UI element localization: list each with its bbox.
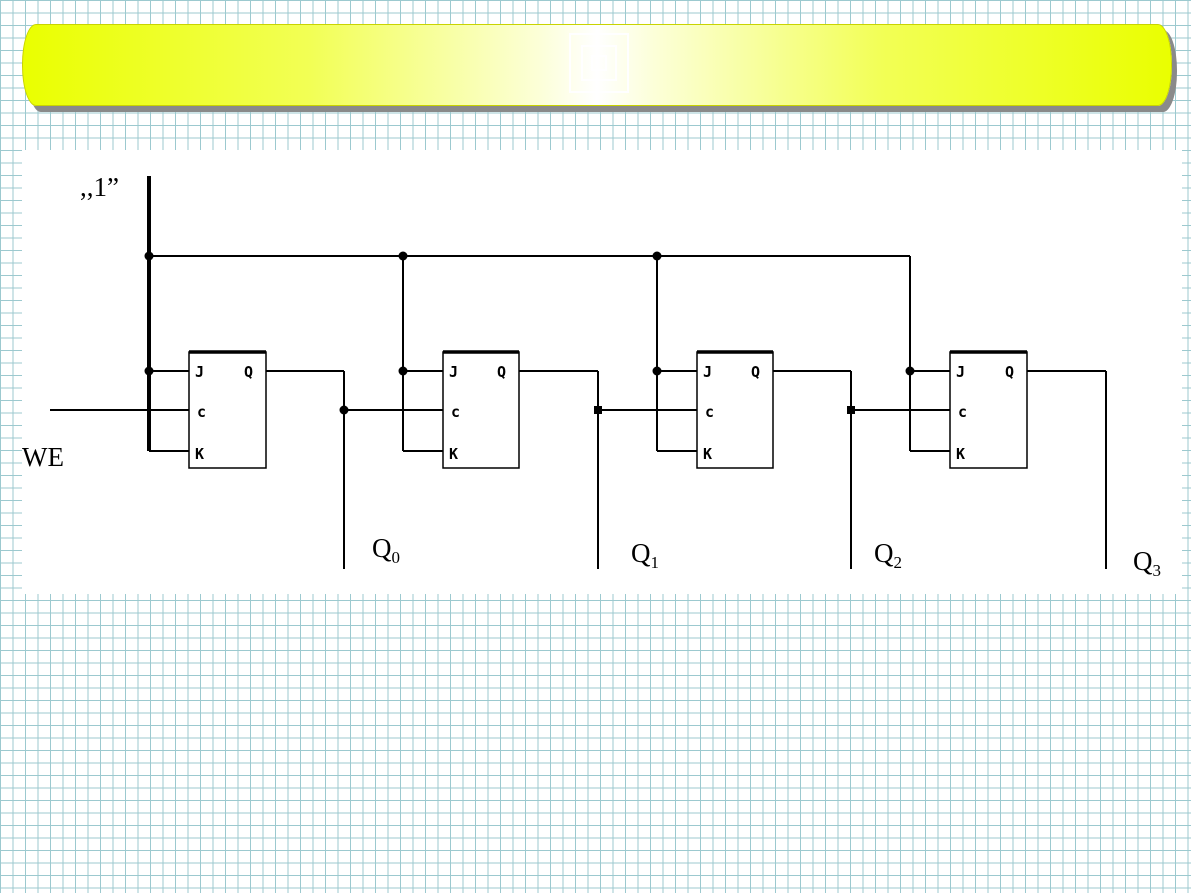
- q2-output-label: Q2: [874, 538, 902, 572]
- ff0-k-pin: K: [195, 445, 204, 463]
- ff3-k-pin: K: [956, 445, 965, 463]
- logic-one-label: ,,1”: [80, 172, 119, 202]
- title-banner: [22, 24, 1172, 106]
- ff1-c-pin: c: [451, 403, 460, 421]
- ff2-q-pin: Q: [751, 363, 760, 381]
- ff2-k-pin: K: [703, 445, 712, 463]
- junction-dot: [339, 405, 349, 415]
- flip-flop-3: J Q c K: [949, 350, 1028, 469]
- junction-dot: [398, 366, 408, 376]
- flip-flop-0: J Q c K: [188, 350, 267, 469]
- ff3-j-pin: J: [956, 363, 965, 381]
- we-label: WE: [22, 442, 64, 472]
- q1-output-label: Q1: [631, 538, 659, 572]
- ff0-q-pin: Q: [244, 363, 253, 381]
- flip-flop-1: J Q c K: [442, 350, 520, 469]
- q3-output-label: Q3: [1133, 546, 1161, 580]
- ff3-c-pin: c: [958, 403, 967, 421]
- junction-dot: [594, 406, 602, 414]
- q0-output-label: Q0: [372, 533, 400, 567]
- junction-dot: [144, 251, 154, 261]
- flip-flop-2: J Q c K: [696, 350, 774, 469]
- ff2-j-pin: J: [703, 363, 712, 381]
- junction-dot: [905, 366, 915, 376]
- junction-dot: [847, 406, 855, 414]
- junction-dot: [144, 366, 154, 376]
- junction-dot: [398, 251, 408, 261]
- junction-dot: [652, 366, 662, 376]
- junction-dot: [652, 251, 662, 261]
- ff0-j-pin: J: [195, 363, 204, 381]
- ff2-c-pin: c: [705, 403, 714, 421]
- ff3-q-pin: Q: [1005, 363, 1014, 381]
- ff1-k-pin: K: [449, 445, 458, 463]
- banner-ornament-icon: [569, 33, 629, 93]
- ff1-j-pin: J: [449, 363, 458, 381]
- ff0-c-pin: c: [197, 403, 206, 421]
- ff1-q-pin: Q: [497, 363, 506, 381]
